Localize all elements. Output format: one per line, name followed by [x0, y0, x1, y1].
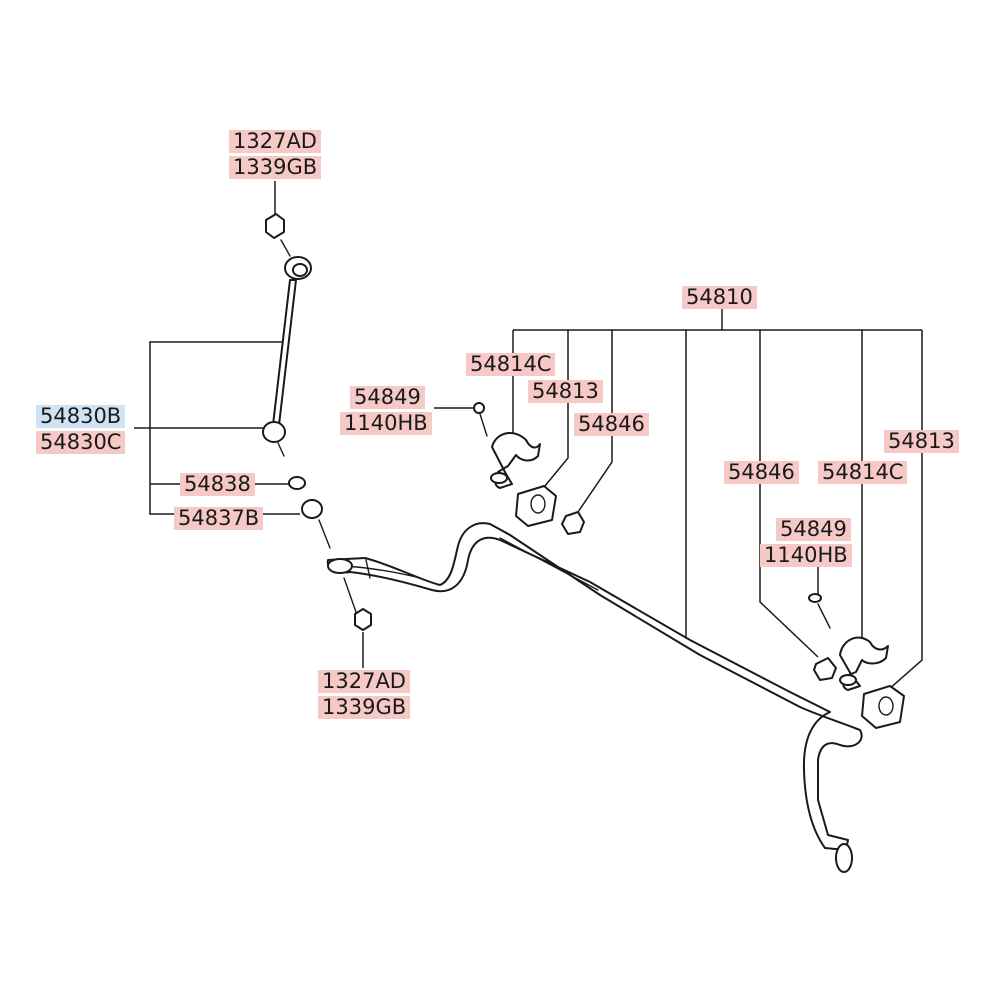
- callout-left-bolt-1[interactable]: 54849: [350, 386, 425, 409]
- left-bracket-drawing: [473, 402, 585, 535]
- callout-washer[interactable]: 54838: [180, 473, 255, 496]
- callout-right-bushing[interactable]: 54813: [884, 430, 959, 453]
- callout-link-bottom-nut-2[interactable]: 1339GB: [318, 696, 411, 719]
- callout-right-stopper[interactable]: 54846: [724, 461, 799, 484]
- callout-right-bolt-2[interactable]: 1140HB: [760, 544, 852, 567]
- callout-left-bolt-2[interactable]: 1140HB: [340, 412, 432, 435]
- callout-left-bushing[interactable]: 54813: [528, 380, 603, 403]
- callout-left-stopper[interactable]: 54846: [574, 413, 649, 436]
- callout-link-assembly-2[interactable]: 54830C: [36, 431, 126, 454]
- callout-stabilizer-bar[interactable]: 54810: [682, 286, 757, 309]
- callout-link-bottom-nut-1[interactable]: 1327AD: [318, 670, 410, 693]
- callout-left-bracket[interactable]: 54814C: [466, 353, 556, 376]
- callout-link-bushing[interactable]: 54837B: [174, 507, 264, 530]
- callout-link-top-nut-2[interactable]: 1339GB: [229, 156, 322, 179]
- callout-link-assembly-1[interactable]: 54830B: [36, 405, 126, 428]
- callout-link-top-nut-1[interactable]: 1327AD: [229, 130, 321, 153]
- stabilizer-link-drawing: [262, 213, 372, 631]
- right-bracket-drawing: [808, 593, 905, 729]
- callout-right-bracket[interactable]: 54814C: [818, 461, 908, 484]
- leader-lines: [134, 181, 923, 691]
- callout-right-bolt-1[interactable]: 54849: [776, 518, 851, 541]
- stabilizer-bar-drawing: [326, 522, 863, 873]
